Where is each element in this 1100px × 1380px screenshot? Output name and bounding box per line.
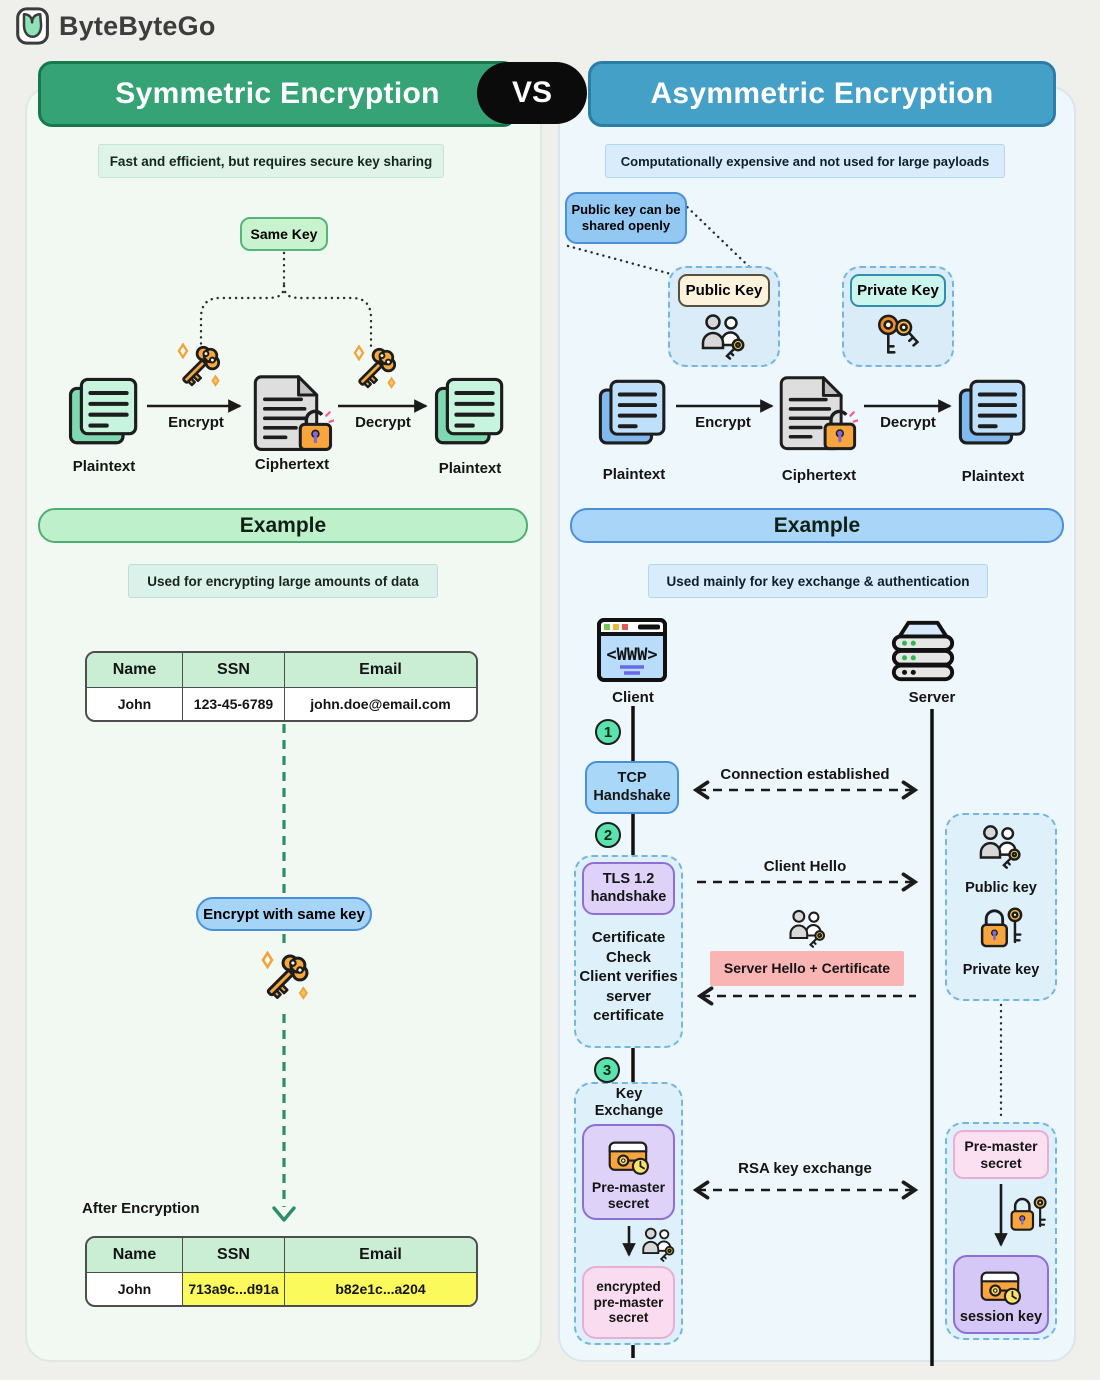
certificate-check-sub: Client verifies server certificate [579, 968, 678, 1024]
tls-handshake-box: TLS 1.2 handshake [582, 862, 675, 915]
server-pre-master-box: Pre-master secret [953, 1130, 1049, 1179]
cell-name: John [87, 687, 182, 720]
encrypt-label: Encrypt [695, 414, 751, 431]
server-public-key-label: Public key [965, 880, 1037, 896]
pre-master-secret-box: Pre-master secret [582, 1124, 675, 1220]
certificate-check-text: Certificate Check Client verifies server… [578, 928, 679, 1026]
plaintext-document-icon [956, 376, 1030, 450]
server-hello-certificate-box: Server Hello + Certificate [710, 951, 904, 986]
ciphertext-document-icon [251, 371, 334, 457]
plaintext-document-icon [596, 376, 670, 450]
step-1-badge: 1 [595, 719, 621, 745]
asymmetric-note: Computationally expensive and not used f… [605, 144, 1005, 178]
ciphertext-label: Ciphertext [781, 467, 857, 484]
table-header-row: Name SSN Email [87, 1238, 476, 1272]
client-browser-icon: <WWW> [597, 618, 667, 682]
ciphertext-label: Ciphertext [254, 456, 330, 473]
brand-logo: ByteByteGo [15, 6, 216, 46]
cell-ssn: 123-45-6789 [182, 687, 284, 720]
table-row: John 713a9c...d91a b82e1c...a204 [87, 1272, 476, 1305]
lock-key-icon [1008, 1194, 1048, 1234]
pre-master-secret-label: Pre-master secret [591, 1178, 666, 1211]
tcp-handshake-box: TCP Handshake [585, 761, 679, 814]
key-exchange-label: Key Exchange [594, 1086, 664, 1119]
step-2-badge: 2 [595, 822, 621, 848]
encrypt-same-key-pill: Encrypt with same key [196, 897, 372, 931]
plaintext-document-icon [432, 374, 508, 450]
symmetric-title: Symmetric Encryption [38, 61, 517, 127]
symmetric-note: Fast and efficient, but requires secure … [98, 144, 444, 178]
step-3-badge: 3 [594, 1057, 620, 1083]
encrypted-data-table: Name SSN Email John 713a9c...d91a b82e1c… [85, 1236, 478, 1307]
same-key-pill: Same Key [240, 217, 328, 251]
server-icon [888, 615, 958, 685]
plaintext-label: Plaintext [72, 458, 136, 475]
people-key-icon [700, 312, 748, 360]
connection-established-label: Connection established [720, 766, 890, 783]
people-key-icon [978, 823, 1024, 869]
col-email: Email [284, 653, 476, 687]
vs-badge: VS [477, 62, 587, 124]
server-label: Server [908, 689, 956, 706]
decrypt-key-icon [344, 342, 402, 400]
col-ssn: SSN [182, 653, 284, 687]
decrypt-label: Decrypt [880, 414, 936, 431]
symmetric-panel [25, 86, 542, 1362]
plaintext-label: Plaintext [438, 460, 502, 477]
people-key-icon [788, 908, 828, 948]
session-key-box: session key [953, 1255, 1049, 1334]
people-key-icon [641, 1226, 677, 1262]
cell-name: John [87, 1272, 182, 1305]
cell-email: john.doe@email.com [284, 687, 476, 720]
ciphertext-document-icon [777, 372, 858, 456]
card-key-icon [606, 1137, 652, 1177]
encrypted-pre-master-box: encrypted pre-master secret [582, 1266, 675, 1339]
bytebytego-logo-icon [15, 6, 51, 46]
lock-key-icon [978, 905, 1024, 951]
symmetric-example-title: Example [38, 508, 528, 543]
symmetric-example-note: Used for encrypting large amounts of dat… [128, 564, 438, 598]
public-key-callout: Public key can be shared openly [565, 192, 687, 244]
asymmetric-example-note: Used mainly for key exchange & authentic… [648, 564, 988, 598]
decrypt-label: Decrypt [355, 414, 411, 431]
plaintext-data-table: Name SSN Email John 123-45-6789 john.doe… [85, 651, 478, 722]
public-key-pill: Public Key [678, 274, 770, 307]
cell-email-encrypted: b82e1c...a204 [284, 1272, 476, 1305]
keys-pair-icon [872, 312, 920, 360]
asymmetric-title: Asymmetric Encryption [588, 61, 1056, 127]
after-encryption-label: After Encryption [82, 1200, 200, 1217]
client-hello-label: Client Hello [763, 858, 847, 875]
asymmetric-example-title: Example [570, 508, 1064, 543]
certificate-check-title: Certificate Check [591, 929, 666, 966]
plaintext-document-icon [66, 374, 142, 450]
plaintext-label: Plaintext [602, 466, 666, 483]
client-label: Client [612, 689, 654, 706]
col-name: Name [87, 653, 182, 687]
table-header-row: Name SSN Email [87, 653, 476, 687]
card-key-icon [978, 1267, 1024, 1307]
encrypt-label: Encrypt [168, 414, 224, 431]
www-glyph: <WWW> [606, 645, 657, 665]
encrypt-key-icon [168, 340, 226, 398]
col-ssn: SSN [182, 1238, 284, 1272]
session-key-label: session key [959, 1308, 1043, 1325]
private-key-pill: Private Key [850, 274, 946, 307]
server-private-key-label: Private key [962, 962, 1040, 978]
table-row: John 123-45-6789 john.doe@email.com [87, 687, 476, 720]
col-email: Email [284, 1238, 476, 1272]
col-name: Name [87, 1238, 182, 1272]
plaintext-label: Plaintext [961, 468, 1025, 485]
cell-ssn-encrypted: 713a9c...d91a [182, 1272, 284, 1305]
same-key-icon [251, 948, 315, 1012]
brand-name: ByteByteGo [59, 10, 216, 41]
rsa-key-exchange-label: RSA key exchange [738, 1160, 872, 1177]
